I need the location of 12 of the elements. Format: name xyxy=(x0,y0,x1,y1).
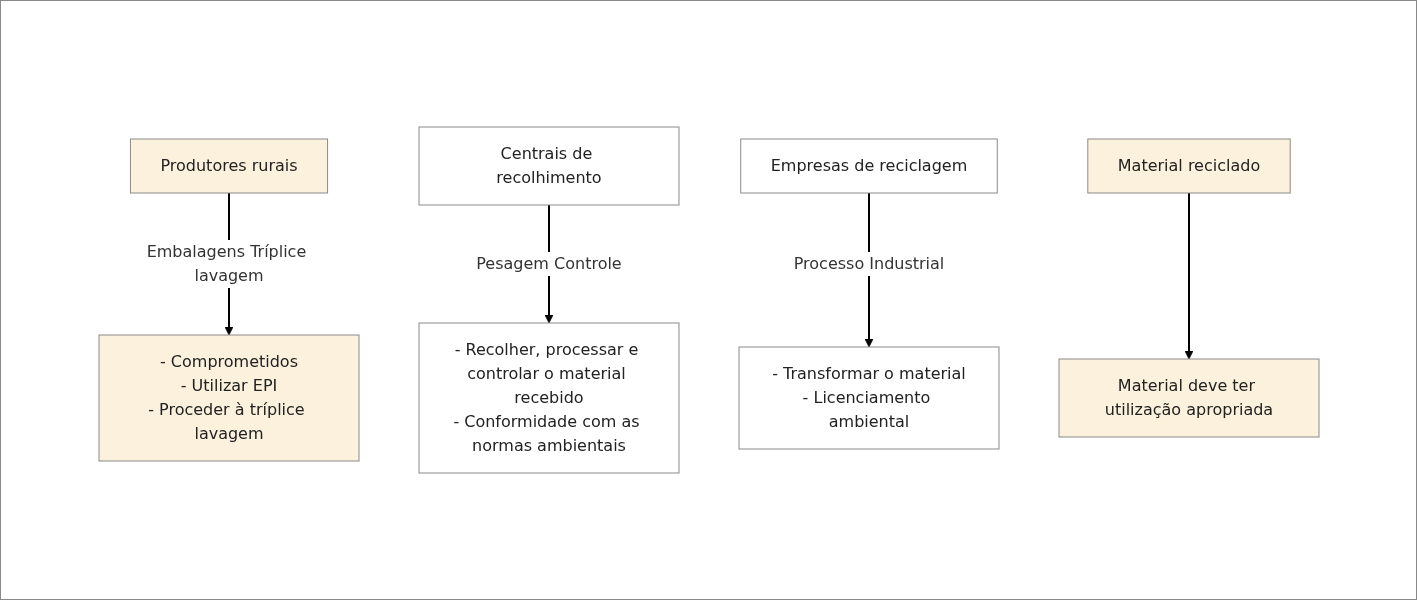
edge-label: Processo Industrial xyxy=(793,254,944,273)
edge-label: Embalagens Tríplice lavagem xyxy=(146,242,306,285)
arrow xyxy=(1184,192,1193,360)
edge-label: Pesagem Controle xyxy=(475,254,622,273)
node-box: Material reciclado xyxy=(1086,138,1291,194)
node-box: - Transformar o material - Licenciamento ambiental xyxy=(738,346,999,450)
node-box: Produtores rurais xyxy=(129,138,328,194)
node-box: Empresas de reciclagem xyxy=(739,138,998,194)
node-box: - Comprometidos - Utilizar EPI - Proceder à tríplice lavagem xyxy=(98,334,359,462)
node-box: - Recolher, processar e controlar o material recebido - Conformidade com as normas ambientais xyxy=(418,322,679,474)
node-box: Centrais de recolhimento xyxy=(418,126,679,206)
node-box: Material deve ter utilização apropriada xyxy=(1058,358,1319,438)
